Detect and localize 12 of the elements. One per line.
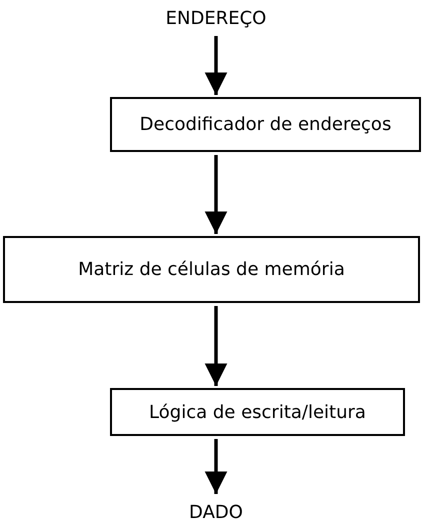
process-box <box>110 388 405 436</box>
box-label: Matriz de células de memória <box>78 259 345 280</box>
box-label: Decodificador de endereços <box>140 114 392 135</box>
box-label: Lógica de escrita/leitura <box>149 402 366 422</box>
arrow <box>204 439 228 494</box>
arrow <box>204 36 228 95</box>
process-box <box>3 236 420 303</box>
node-label: ENDEREÇO <box>166 8 266 28</box>
arrow <box>204 155 228 234</box>
process-box <box>110 97 421 152</box>
arrow <box>204 306 228 386</box>
node-label: DADO <box>189 502 243 522</box>
